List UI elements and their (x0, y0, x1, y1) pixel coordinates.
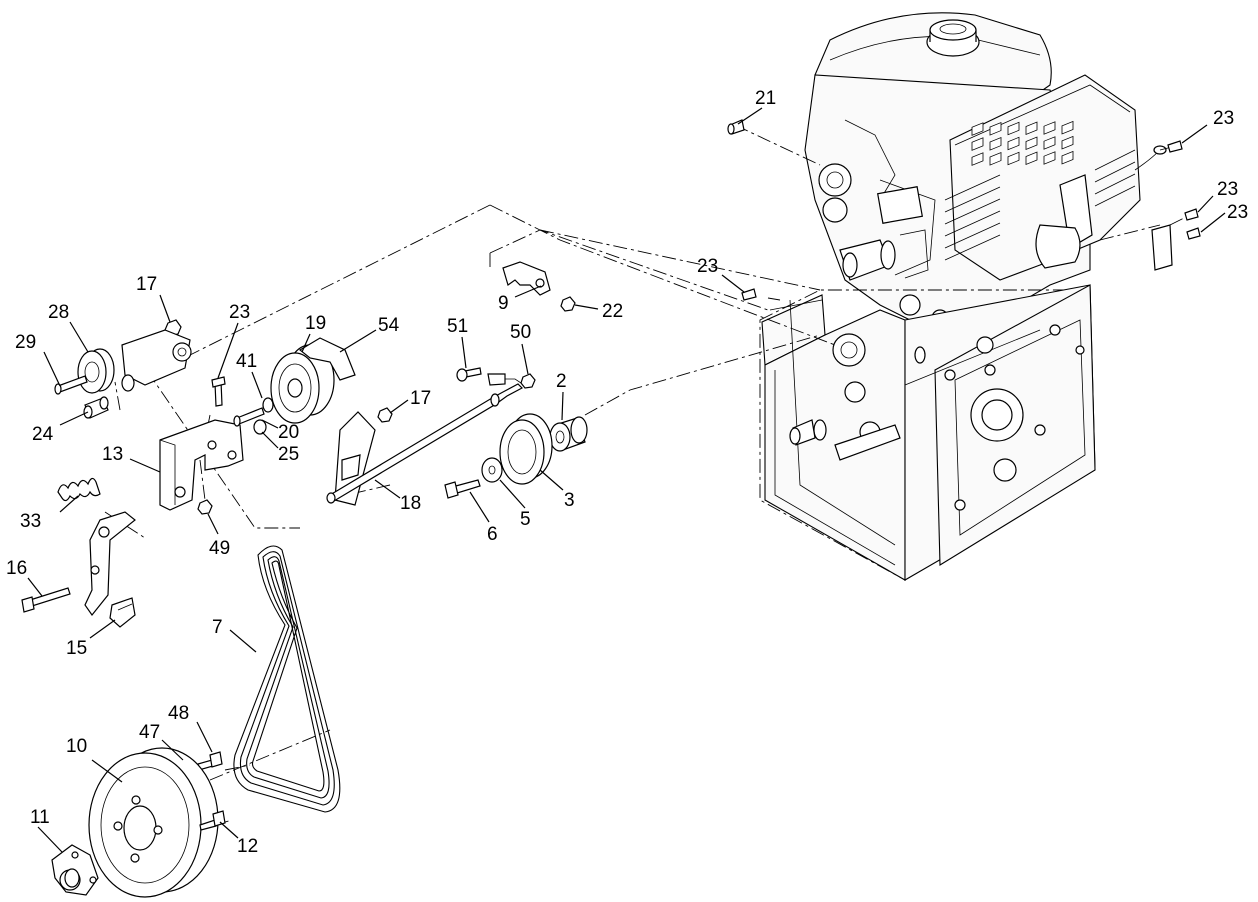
callout-10: 10 (66, 736, 87, 757)
callout-23-right-lower: 23 (1227, 202, 1248, 223)
callout-13: 13 (102, 444, 123, 465)
callout-28: 28 (48, 302, 69, 323)
callout-23-top-right: 23 (1213, 108, 1234, 129)
callout-19: 19 (305, 313, 326, 334)
engine-assembly (804, 12, 1167, 331)
callout-18: 18 (400, 493, 421, 514)
callout-24: 24 (32, 424, 54, 445)
callout-21: 21 (755, 88, 776, 109)
callout-51: 51 (447, 316, 468, 337)
callout-17-top: 17 (136, 274, 157, 295)
engine-pulley-parts (444, 413, 588, 499)
callout-labels: 21 23 23 23 23 23 9 22 17 28 29 24 19 54… (6, 88, 1248, 857)
callout-22: 22 (602, 301, 623, 322)
callout-23-frame: 23 (697, 256, 718, 277)
small-fasteners (727, 119, 1201, 301)
callout-50: 50 (510, 322, 531, 343)
callout-23-right-upper: 23 (1217, 179, 1238, 200)
callout-25: 25 (278, 444, 299, 465)
frame-assembly (759, 224, 1173, 581)
callout-47: 47 (139, 722, 160, 743)
callout-7: 7 (212, 617, 223, 638)
idler-parts (54, 261, 576, 515)
callout-49: 49 (209, 538, 230, 559)
callout-41: 41 (236, 351, 257, 372)
lower-parts (21, 477, 341, 898)
callout-17-mid: 17 (410, 388, 431, 409)
callout-54: 54 (378, 315, 400, 336)
callout-29: 29 (15, 332, 36, 353)
engine-grille (971, 120, 1074, 166)
callout-2: 2 (556, 371, 567, 392)
callout-5: 5 (520, 509, 531, 530)
callout-6: 6 (487, 524, 498, 545)
callout-12: 12 (237, 836, 258, 857)
callout-3: 3 (564, 490, 575, 511)
leader-lines (27, 107, 1226, 853)
callout-9: 9 (498, 293, 509, 314)
callout-33: 33 (20, 511, 41, 532)
callout-11: 11 (30, 807, 50, 828)
callout-23-bracket: 23 (229, 302, 250, 323)
callout-16: 16 (6, 558, 27, 579)
callout-15: 15 (66, 638, 87, 659)
callout-20: 20 (278, 422, 299, 443)
callout-48: 48 (168, 703, 189, 724)
